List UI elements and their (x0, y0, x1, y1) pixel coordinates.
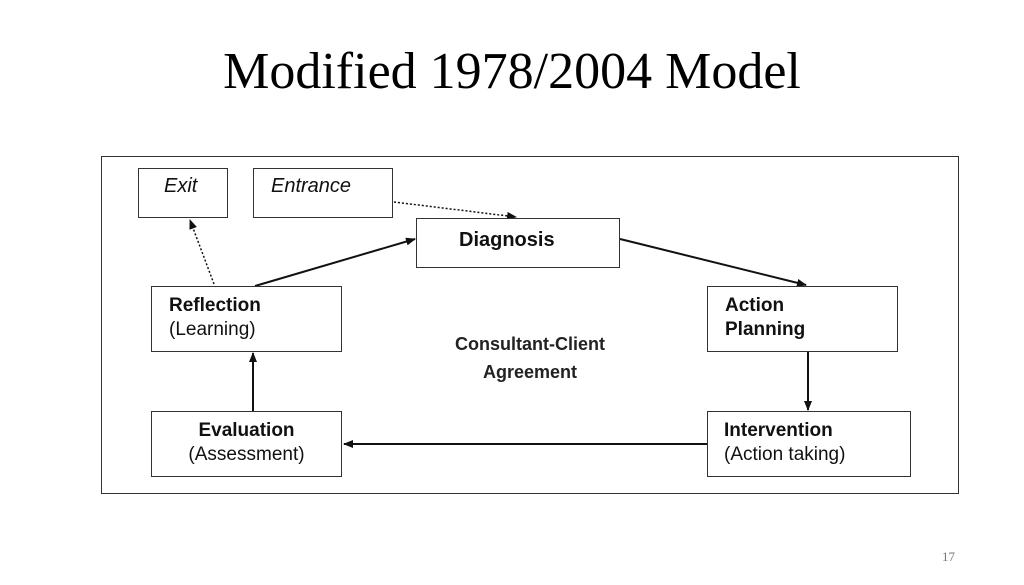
slide-title: Modified 1978/2004 Model (223, 43, 801, 100)
action-planning-box: Action Planning (707, 286, 898, 352)
arrow-reflection-to-exit (189, 219, 215, 285)
evaluation-label: Evaluation (198, 420, 295, 441)
evaluation-sublabel: (Assessment) (188, 444, 305, 465)
action-planning-label-2: Planning (725, 319, 806, 340)
center-label-1: Consultant-Client (455, 334, 605, 354)
entrance-label: Entrance (271, 175, 352, 197)
intervention-label: Intervention (724, 420, 833, 441)
entrance-box: Entrance (253, 168, 393, 218)
evaluation-box: Evaluation (Assessment) (151, 411, 342, 477)
page-number: 17 (942, 549, 955, 564)
action-planning-label-1: Action (725, 295, 785, 316)
consultant-client-agreement: Consultant-Client Agreement (430, 330, 630, 386)
arrow-reflection-to-diagnosis (254, 237, 416, 287)
intervention-box: Intervention (Action taking) (707, 411, 911, 477)
diagram-frame (101, 156, 959, 494)
exit-label: Exit (164, 175, 198, 197)
exit-box: Exit (138, 168, 228, 218)
arrow-entrance-to-diagnosis (393, 201, 517, 220)
reflection-box: Reflection (Learning) (151, 286, 342, 352)
center-label-2: Agreement (482, 362, 578, 382)
reflection-label: Reflection (169, 295, 261, 316)
arrow-diagnosis-to-action-planning (619, 238, 807, 287)
intervention-sublabel: (Action taking) (724, 444, 846, 465)
diagnosis-label: Diagnosis (459, 229, 555, 251)
reflection-sublabel: (Learning) (169, 319, 256, 340)
diagnosis-box: Diagnosis (416, 218, 620, 268)
